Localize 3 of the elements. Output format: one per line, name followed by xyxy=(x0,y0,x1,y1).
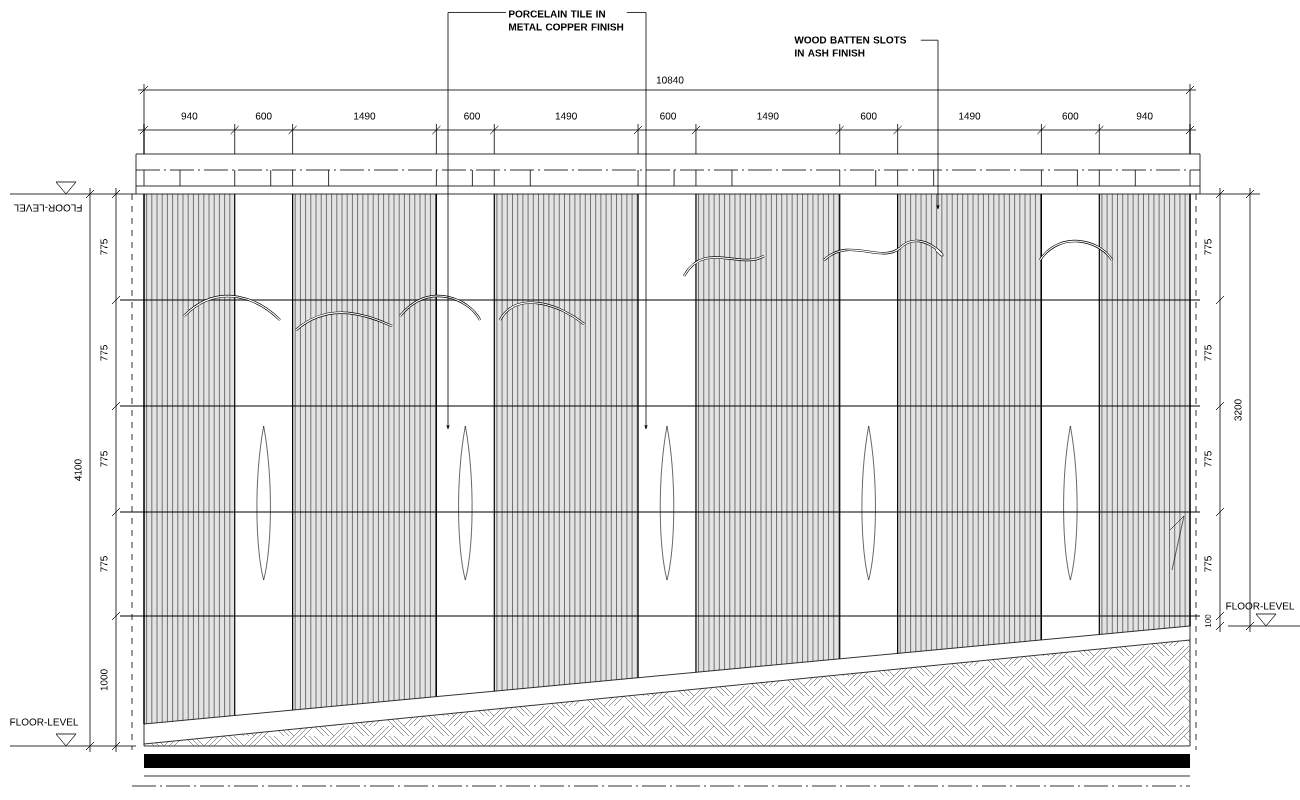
leader-line xyxy=(920,39,940,210)
leader-line xyxy=(446,12,507,430)
leader-line xyxy=(626,12,648,430)
